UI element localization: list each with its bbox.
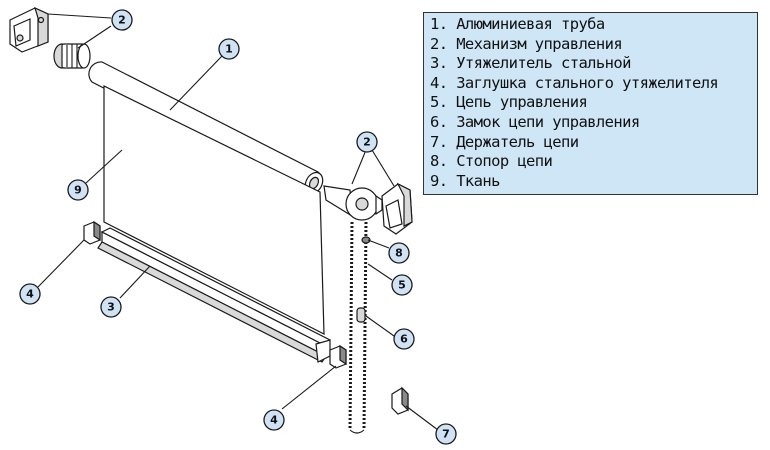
chain-stopper xyxy=(361,236,371,244)
callout-4-left: 4 xyxy=(19,283,41,305)
control-chain xyxy=(348,221,368,434)
leader-6 xyxy=(365,315,395,337)
leader-3 xyxy=(119,265,151,299)
leader-4a xyxy=(37,239,85,288)
fabric xyxy=(103,85,325,335)
callout-6: 6 xyxy=(393,328,415,350)
callout-4-right: 4 xyxy=(263,409,285,431)
callout-9: 9 xyxy=(67,179,89,201)
legend-item-7: 7. Держатель цепи xyxy=(430,132,579,151)
bracket-top-left xyxy=(9,6,49,53)
leader-9 xyxy=(85,149,123,184)
legend-item-8: 8. Стопор цепи xyxy=(430,152,553,171)
leader-1 xyxy=(169,55,223,111)
bracket-right xyxy=(381,182,413,235)
legend-item-5: 5. Цепь управления xyxy=(430,93,588,112)
svg-text:2: 2 xyxy=(118,14,126,27)
legend-item-9: 9. Ткань xyxy=(430,171,500,190)
leader-4b xyxy=(281,365,337,410)
svg-text:2: 2 xyxy=(363,136,371,149)
svg-text:8: 8 xyxy=(395,247,403,260)
control-mechanism xyxy=(323,185,383,221)
leader-2b-left xyxy=(351,149,367,185)
svg-text:4: 4 xyxy=(270,414,278,427)
callout-8: 8 xyxy=(388,242,410,264)
callout-3: 3 xyxy=(100,296,122,318)
leader-7 xyxy=(405,405,439,431)
callout-1: 1 xyxy=(218,38,240,60)
callout-7: 7 xyxy=(435,423,457,445)
legend-item-6: 6. Замок цепи управления xyxy=(430,112,640,131)
steel-weight-bar xyxy=(97,227,331,363)
legend-item-4: 4. Заглушка стального утяжелителя xyxy=(430,73,719,92)
svg-text:4: 4 xyxy=(26,288,34,301)
end-plug-top-left xyxy=(53,43,91,69)
svg-text:6: 6 xyxy=(400,333,408,346)
leader-2b-right xyxy=(371,149,395,187)
legend-item-3: 3. Утяжелитель стальной xyxy=(430,54,631,73)
leader-2a-plug xyxy=(77,25,112,49)
chain-holder xyxy=(391,386,409,415)
svg-text:1: 1 xyxy=(225,43,233,56)
legend-item-1: 1. Алюминиевая труба xyxy=(430,15,605,33)
legend-item-2: 2. Механизм управления xyxy=(430,34,623,53)
weight-end-cap-left xyxy=(83,220,101,245)
parts-legend: 1. Алюминиевая труба 2. Механизм управле… xyxy=(423,12,758,195)
chain-lock xyxy=(356,307,366,323)
callout-2-right: 2 xyxy=(356,131,378,153)
svg-text:3: 3 xyxy=(107,301,115,314)
svg-text:5: 5 xyxy=(398,279,406,292)
svg-text:9: 9 xyxy=(74,184,82,197)
leader-5 xyxy=(367,263,393,281)
callout-2-top: 2 xyxy=(111,9,133,31)
weight-end-cap-right xyxy=(329,344,347,369)
leader-2a xyxy=(47,13,112,19)
callout-5: 5 xyxy=(391,274,413,296)
svg-text:7: 7 xyxy=(442,428,450,441)
leader-8 xyxy=(367,239,390,249)
